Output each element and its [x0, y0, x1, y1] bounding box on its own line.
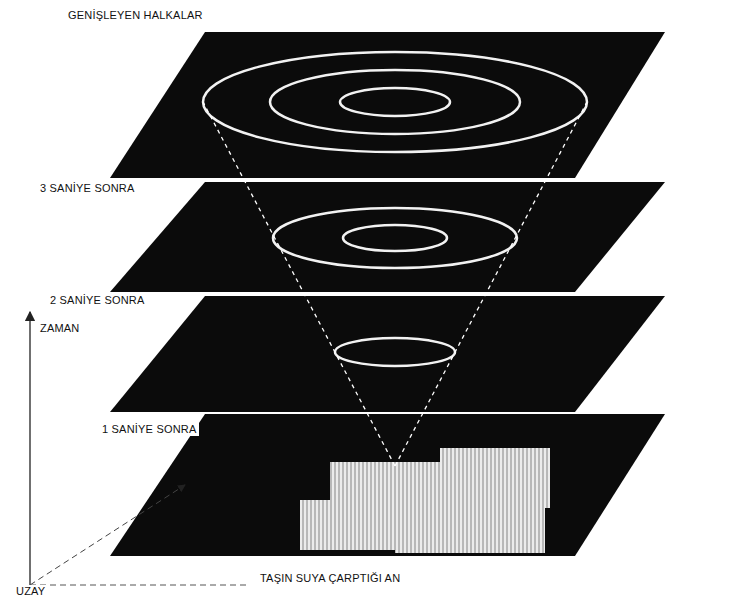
ring	[273, 208, 517, 268]
caption-label: 3 SANİYE SONRA	[38, 182, 137, 195]
caption-label: 2 SANİYE SONRA	[48, 294, 147, 307]
space-axis	[30, 485, 185, 585]
caption-label: GENİŞLEYEN HALKALAR	[66, 9, 205, 22]
caption-label: ZAMAN	[38, 322, 82, 335]
space-axis	[30, 585, 250, 586]
plane-3s	[110, 32, 665, 178]
cone-line	[395, 102, 587, 466]
plane-2s	[110, 182, 665, 292]
plane-1s	[110, 296, 665, 412]
caption-label: UZAY	[14, 585, 47, 598]
ring	[343, 225, 447, 251]
cone-line	[203, 102, 395, 466]
time-axis	[29, 312, 30, 585]
ring	[340, 88, 450, 116]
caption-label: 1 SANİYE SONRA	[100, 423, 199, 436]
stone-splash	[300, 448, 550, 553]
ring	[335, 338, 455, 366]
ring	[203, 52, 587, 152]
ring	[270, 70, 520, 134]
caption-label: TAŞIN SUYA ÇARPTIĞI AN	[258, 572, 402, 585]
